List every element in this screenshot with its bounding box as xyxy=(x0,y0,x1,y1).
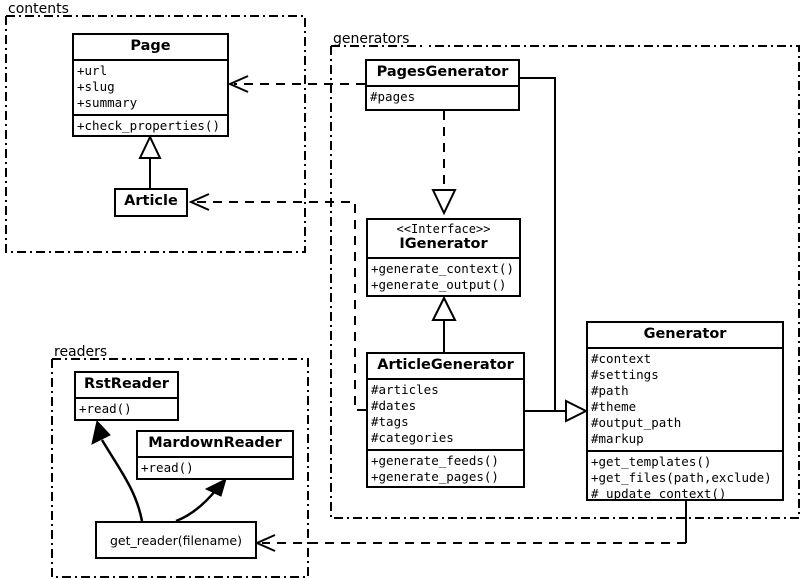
class-box-rstreader[interactable]: RstReader +read() xyxy=(74,371,179,421)
class-stereotype-igenerator: <<Interface>> xyxy=(396,222,491,236)
class-box-article[interactable]: Article xyxy=(114,188,188,217)
attribute-output-path: #output_path xyxy=(591,414,682,430)
relation-article-to-page xyxy=(138,134,162,188)
operation-generate-pages: +generate_pages() xyxy=(371,468,499,484)
attribute-url: +url xyxy=(77,62,108,78)
attribute-categories: #categories xyxy=(371,429,454,445)
package-boundary-contents xyxy=(5,15,306,253)
relation-articlegenerator-to-igenerator xyxy=(431,295,457,352)
attribute-articles: #articles xyxy=(371,381,439,397)
class-attributes-generator: #context #settings #path #theme #output_… xyxy=(588,346,782,450)
package-label-readers: readers xyxy=(54,344,107,360)
operation-check-properties: +check_properties() xyxy=(77,117,220,133)
class-box-articlegenerator[interactable]: ArticleGenerator #articles #dates #tags … xyxy=(366,352,525,488)
relation-generator-to-getreader xyxy=(254,501,687,552)
class-box-page[interactable]: Page +url +slug +summary +check_properti… xyxy=(72,33,229,137)
class-operations-page: +check_properties() xyxy=(74,113,227,137)
relation-articlegenerator-to-article xyxy=(188,193,366,411)
operation-read-mardownreader: +read() xyxy=(141,459,194,475)
attribute-context: #context xyxy=(591,350,652,366)
class-title-generator: Generator xyxy=(643,326,727,342)
attribute-settings: #settings xyxy=(591,366,659,382)
operation-read-rstreader: +read() xyxy=(79,400,132,416)
class-title-article: Article xyxy=(124,193,178,209)
class-title-mardownreader: MardownReader xyxy=(148,435,282,451)
class-box-mardownreader[interactable]: MardownReader +read() xyxy=(136,430,294,480)
relation-pagesgenerator-to-page xyxy=(227,75,365,93)
class-attributes-articlegenerator: #articles #dates #tags #categories xyxy=(368,377,523,449)
operation-generate-feeds: +generate_feeds() xyxy=(371,452,499,468)
class-operations-generator: +get_templates() +get_files(path,exclude… xyxy=(588,449,782,505)
relation-getreader-to-rstreader xyxy=(91,419,144,522)
class-attributes-page: +url +slug +summary xyxy=(74,58,227,114)
attribute-pages: #pages xyxy=(370,88,416,104)
package-boundary-readers xyxy=(51,358,309,578)
class-box-pagesgenerator[interactable]: PagesGenerator #pages xyxy=(365,59,520,111)
attribute-markup: #markup xyxy=(591,430,644,446)
relation-pagesgenerator-to-igenerator xyxy=(431,111,457,216)
class-operations-articlegenerator: +generate_feeds() +generate_pages() xyxy=(368,448,523,488)
relation-pagesgenerator-to-generator xyxy=(520,77,589,423)
package-label-generators: generators xyxy=(333,31,409,47)
class-operations-mardownreader: +read() xyxy=(138,455,292,479)
package-label-contents: contents xyxy=(8,1,69,17)
class-attributes-pagesgenerator: #pages xyxy=(367,84,518,108)
function-label-get-reader: get_reader(filename) xyxy=(110,532,242,548)
class-title-rstreader: RstReader xyxy=(84,376,169,392)
class-operations-igenerator: +generate_context() +generate_output() xyxy=(368,256,519,296)
attribute-dates: #dates xyxy=(371,397,417,413)
operation-generate-context: +generate_context() xyxy=(371,260,514,276)
class-title-pagesgenerator: PagesGenerator xyxy=(376,64,509,80)
function-box-get-reader[interactable]: get_reader(filename) xyxy=(95,521,257,559)
attribute-summary: +summary xyxy=(77,94,138,110)
attribute-theme: #theme xyxy=(591,398,637,414)
class-title-articlegenerator: ArticleGenerator xyxy=(377,357,514,373)
operation-get-files: +get_files(path,exclude) xyxy=(591,469,772,485)
class-operations-rstreader: +read() xyxy=(76,396,177,420)
class-box-igenerator[interactable]: <<Interface>> IGenerator +generate_conte… xyxy=(366,218,521,297)
attribute-tags: #tags xyxy=(371,413,409,429)
relation-getreader-to-mardownreader xyxy=(175,478,227,523)
class-title-page: Page xyxy=(130,38,171,54)
class-title-igenerator: IGenerator xyxy=(399,236,488,253)
attribute-slug: +slug xyxy=(77,78,115,94)
package-boundary-generators xyxy=(330,45,800,519)
attribute-path: #path xyxy=(591,382,629,398)
class-box-generator[interactable]: Generator #context #settings #path #them… xyxy=(586,321,784,501)
operation-get-templates: +get_templates() xyxy=(591,453,712,469)
operation-update-context: #_update_context() xyxy=(591,485,727,501)
operation-generate-output: +generate_output() xyxy=(371,276,507,292)
